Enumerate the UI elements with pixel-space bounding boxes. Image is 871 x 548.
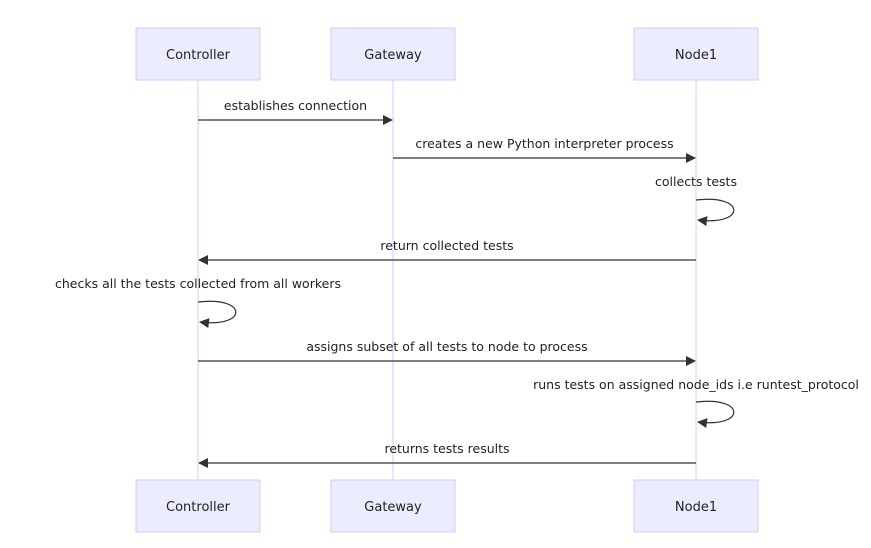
actor-box <box>135 27 261 81</box>
actors-bottom: Controller Gateway Node1 <box>135 479 759 533</box>
actor-box <box>330 27 456 81</box>
message-6: assigns subset of all tests to node to p… <box>198 339 696 366</box>
actors-top: Controller Gateway Node1 <box>135 27 759 81</box>
message-label: establishes connection <box>224 98 367 113</box>
actor-gateway-top: Gateway <box>330 27 456 81</box>
message-2: creates a new Python interpreter process <box>393 136 696 163</box>
message-label: assigns subset of all tests to node to p… <box>306 339 587 354</box>
actor-label: Gateway <box>364 500 422 515</box>
message-label: runs tests on assigned node_ids i.e runt… <box>533 377 859 392</box>
message-7: runs tests on assigned node_ids i.e runt… <box>533 377 859 429</box>
actor-label: Gateway <box>364 48 422 63</box>
message-4: return collected tests <box>198 238 696 265</box>
actor-label: Node1 <box>675 500 717 515</box>
message-8: returns tests results <box>198 441 696 468</box>
message-arrow <box>197 300 237 329</box>
actor-label: Node1 <box>675 48 717 63</box>
actor-box <box>633 479 759 533</box>
message-3: collects tests <box>655 174 737 227</box>
actor-label: Controller <box>166 500 231 515</box>
message-label: return collected tests <box>380 238 513 253</box>
actor-controller-top: Controller <box>135 27 261 81</box>
message-label: checks all the tests collected from all … <box>55 276 341 291</box>
message-5: checks all the tests collected from all … <box>55 276 341 329</box>
actor-node1-bottom: Node1 <box>633 479 759 533</box>
actor-box <box>633 27 759 81</box>
message-label: returns tests results <box>384 441 509 456</box>
actor-controller-bottom: Controller <box>135 479 261 533</box>
message-arrow <box>695 400 735 429</box>
message-1: establishes connection <box>198 98 393 125</box>
lifelines <box>197 80 697 480</box>
actor-node1-top: Node1 <box>633 27 759 81</box>
message-label: collects tests <box>655 174 737 189</box>
actor-box <box>135 479 261 533</box>
message-label: creates a new Python interpreter process <box>415 136 673 151</box>
messages: establishes connection creates a new Pyth… <box>55 98 859 468</box>
actor-box <box>330 479 456 533</box>
actor-label: Controller <box>166 48 231 63</box>
actor-gateway-bottom: Gateway <box>330 479 456 533</box>
message-arrow <box>695 198 735 227</box>
